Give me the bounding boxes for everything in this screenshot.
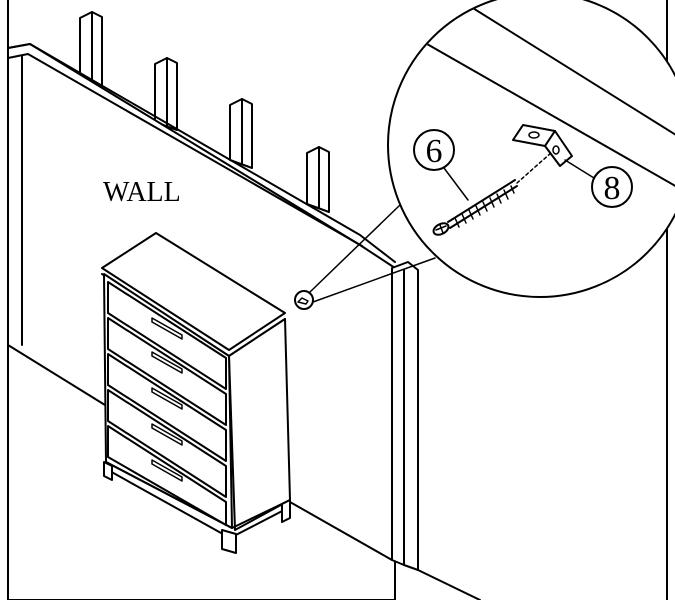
drawer-1 [107, 281, 227, 390]
stud-3 [229, 98, 253, 169]
callout-6: 6 [413, 129, 469, 201]
wall-anchor-mark [294, 290, 314, 310]
drawer-4 [107, 389, 227, 498]
drawer-3 [107, 353, 227, 462]
wall-label: WALL [103, 177, 181, 208]
wall-side-panel [289, 261, 481, 600]
leader-line-lower [312, 257, 436, 303]
dresser [101, 232, 291, 554]
dresser-side [228, 318, 291, 531]
detail-bubble: 6 8 [387, 0, 675, 298]
callout-8: 8 [564, 159, 633, 208]
dresser-top [101, 232, 286, 351]
bracket-part [512, 124, 573, 167]
callout-8-number: 8 [604, 170, 621, 207]
screw-part [432, 151, 553, 236]
wall-studs [79, 11, 330, 213]
callout-6-number: 6 [426, 133, 443, 170]
leader-line-upper [309, 204, 401, 293]
stud-4 [306, 146, 330, 213]
dresser-legs [103, 461, 291, 554]
drawer-2 [107, 317, 227, 426]
stud-2 [154, 57, 178, 131]
